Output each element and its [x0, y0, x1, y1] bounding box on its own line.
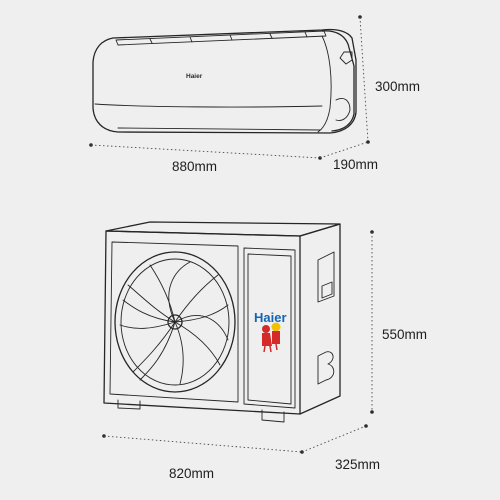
indoor-depth-label: 190mm — [333, 157, 378, 172]
indoor-height-label: 300mm — [375, 79, 420, 94]
indoor-brand-logo: Haier — [186, 73, 203, 80]
outdoor-height-label: 550mm — [382, 327, 427, 342]
mascot-icon — [262, 322, 281, 353]
outdoor-brand-logo: Haier — [254, 310, 287, 325]
indoor-unit: Haier — [89, 15, 370, 160]
outdoor-depth-label: 325mm — [335, 457, 380, 472]
outdoor-unit: Haier — [102, 221, 374, 454]
indoor-width-label: 880mm — [172, 159, 217, 174]
outdoor-width-label: 820mm — [169, 466, 214, 481]
